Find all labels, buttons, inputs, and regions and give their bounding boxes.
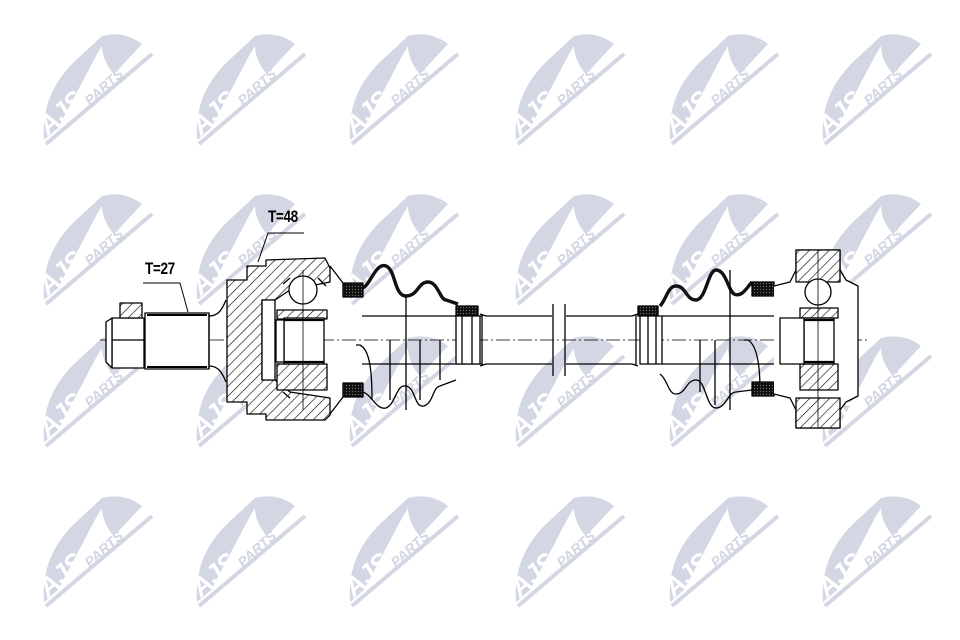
left-boot <box>329 263 482 415</box>
hex-nut <box>105 302 145 369</box>
shaft <box>479 304 639 376</box>
left-cv-housing <box>226 257 331 421</box>
right-cv-housing <box>773 249 859 429</box>
spline-label-t48: T=48 <box>268 207 298 226</box>
thread-label-t27: T=27 <box>145 259 175 278</box>
right-boot <box>637 268 780 410</box>
threaded-stub <box>144 312 210 370</box>
